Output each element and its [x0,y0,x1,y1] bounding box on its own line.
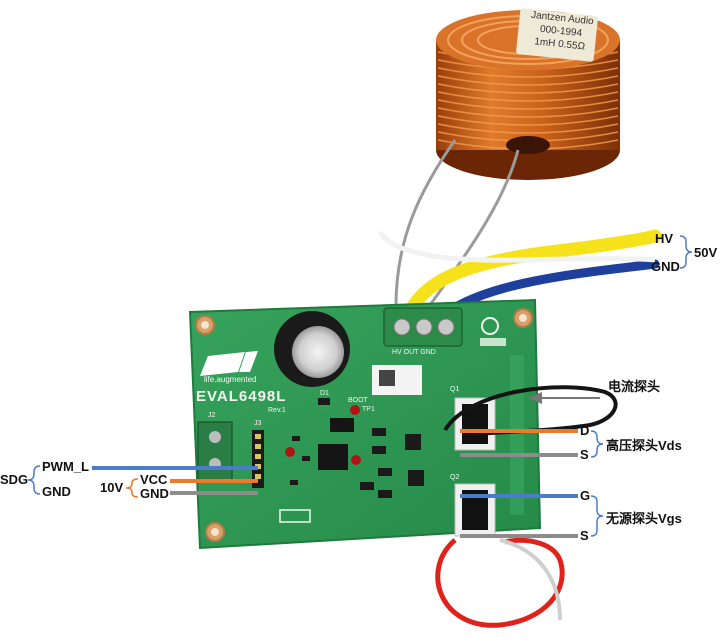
blue-gnd-wire [435,259,660,323]
label-passive-probe-vgs: 无源探头Vgs [606,511,682,526]
label-d: D [580,423,590,438]
label-pwm-l: PWM_L [42,459,89,474]
bracket-50v [679,235,693,269]
label-10v: 10V [100,480,124,495]
silk-q2: Q2 [450,474,460,481]
label-vcc: VCC [140,472,168,487]
yellow-hv-wire [401,229,662,325]
current-probe-arrow [528,392,600,404]
bracket-sdg [27,465,41,495]
label-gnd-10v: GND [140,486,169,501]
label-50v: 50V [694,245,718,260]
bracket-vds [590,430,604,458]
red-wire-loop [435,537,565,628]
board-rev: Rev.1 [268,407,286,414]
board-name: EVAL6498L [196,388,287,405]
mosfet-q2 [454,483,496,537]
label-gnd-sdg: GND [42,484,71,499]
bracket-10v [125,478,139,498]
silk-boot: BOOT [348,397,368,404]
bracket-vgs [590,495,604,537]
white-wire [377,230,656,263]
label-s1: S [580,447,589,462]
label-g: G [580,488,591,503]
silk-j2: J2 [208,412,216,419]
label-gnd-power: GND [651,259,680,274]
silk-tp1: TP1 [362,406,375,413]
silk-q1: Q1 [450,386,460,393]
label-sdg: SDG [0,472,29,487]
label-hv: HV [655,231,674,246]
inductor-coil [436,8,620,180]
label-s2: S [580,528,589,543]
pcb-board [188,298,542,550]
silk-d1: D1 [320,390,329,397]
label-hv-probe-vds: 高压探头Vds [606,438,682,453]
gray-wire [499,538,562,621]
coil-lead-left [394,139,457,311]
silk-j3: J3 [254,420,262,427]
label-current-probe: 电流探头 [608,379,661,394]
terminal-labels: HV OUT GND [392,349,436,356]
coil-label: Jantzen Audio 000-1994 1mH 0.55Ω [526,9,596,55]
coil-lead-right [423,149,520,313]
board-tagline: life.augmented [204,375,257,384]
